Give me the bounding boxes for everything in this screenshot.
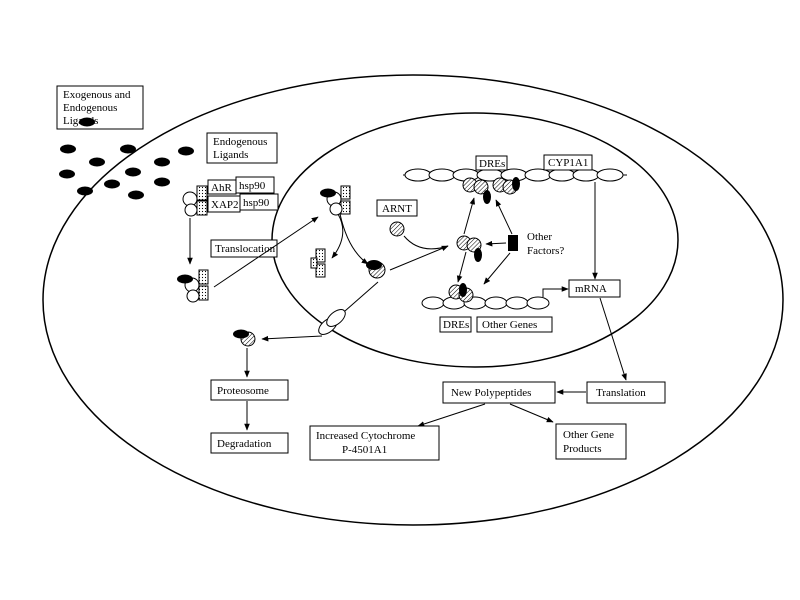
arrow-factor-to-dre-top xyxy=(495,199,513,235)
other-factors-label-1: Other xyxy=(527,231,552,243)
cyp1a1-label: CYP1A1 xyxy=(548,157,588,169)
arnt-box: ARNT xyxy=(376,199,418,217)
proteosome-label: Proteosome xyxy=(217,385,269,397)
nuclear-pore xyxy=(318,309,346,335)
arrow-release-hsp xyxy=(331,213,344,259)
arrow-to-ahr xyxy=(339,213,369,265)
exogenous-ligands-box: Exogenous and Endogenous Ligands xyxy=(56,85,144,130)
other-gene-products-label-2: Products xyxy=(563,443,602,455)
ahr-complex xyxy=(182,185,208,217)
mrna-box: mRNA xyxy=(568,279,621,298)
translation-label: Translation xyxy=(596,387,646,399)
translocation-label: Translocation xyxy=(215,243,276,255)
ligand-ovals xyxy=(59,117,194,200)
exogenous-label-2: Endogenous xyxy=(63,102,117,114)
exported-ahr xyxy=(233,329,256,347)
hsp90-top-label: hsp90 xyxy=(239,180,266,192)
arrow-to-export-complex xyxy=(261,335,323,342)
increased-cyp-box: Increased Cytochrome P-4501A1 xyxy=(309,425,440,461)
translocation-box: Translocation xyxy=(210,239,278,258)
dna-bottom xyxy=(421,296,550,310)
dres-bottom-box: DREs xyxy=(439,316,472,333)
arrow-dimer-to-dre-bottom xyxy=(456,251,467,283)
other-gene-products-box: Other Gene Products xyxy=(555,423,627,460)
arrow-arnt-to-dimer xyxy=(403,235,449,250)
arrow-to-other-products xyxy=(509,403,554,423)
ahr-label: AhR xyxy=(211,182,232,194)
ahr-ligand xyxy=(366,260,386,279)
arrow-translocation xyxy=(213,216,319,288)
nuclear-complex xyxy=(320,185,351,216)
arrow-dimer-to-dre-top xyxy=(463,197,476,235)
increased-cyp-label-1: Increased Cytochrome xyxy=(316,430,415,442)
endogenous-label-2: Ligands xyxy=(213,149,248,161)
endogenous-label-1: Endogenous xyxy=(213,136,267,148)
translation-box: Translation xyxy=(586,381,666,404)
arrow-other-genes-to-mrna xyxy=(542,286,569,297)
other-genes-label: Other Genes xyxy=(482,319,537,331)
exogenous-label-1: Exogenous and xyxy=(63,89,131,101)
hsp90-bottom-label: hsp90 xyxy=(243,197,270,209)
ahr-arnt-dimer xyxy=(456,235,482,262)
xap2-label: XAP2 xyxy=(211,199,239,211)
dres-top-box: DREs xyxy=(475,155,508,171)
degradation-box: Degradation xyxy=(210,432,289,454)
increased-cyp-label-2: P-4501A1 xyxy=(342,444,387,456)
new-polypeptides-box: New Polypeptides xyxy=(442,381,556,404)
degradation-label: Degradation xyxy=(217,438,272,450)
arnt-protein xyxy=(389,221,405,237)
arrow-factor-to-dre-bottom xyxy=(483,252,511,285)
other-factors: Other Factors? xyxy=(508,231,564,257)
released-chaperones xyxy=(310,248,326,278)
dna-top xyxy=(403,168,627,182)
dres-bottom-label: DREs xyxy=(443,319,469,331)
proteosome-box: Proteosome xyxy=(210,379,289,401)
arrow-to-increased-cyp xyxy=(417,403,486,427)
endogenous-ligands-box: Endogenous Ligands xyxy=(206,132,278,164)
other-gene-products-label-1: Other Gene xyxy=(563,429,614,441)
dre-bound-top xyxy=(462,177,520,204)
new-polypeptides-label: New Polypeptides xyxy=(451,387,531,399)
arrow-mrna-to-translation xyxy=(599,297,627,381)
arrow-factor-to-dimer xyxy=(485,240,507,247)
other-genes-box: Other Genes xyxy=(476,316,553,333)
dres-top-label: DREs xyxy=(479,158,505,170)
dre-bound-bottom xyxy=(448,283,474,303)
arnt-label: ARNT xyxy=(382,203,412,215)
mrna-label: mRNA xyxy=(575,283,607,295)
complex-labels: AhR hsp90 XAP2 hsp90 xyxy=(207,176,279,213)
cell-membrane xyxy=(42,74,784,526)
other-factors-label-2: Factors? xyxy=(527,245,564,257)
ligand-bound-complex xyxy=(177,269,209,303)
arrow-ahr-to-dimer xyxy=(389,245,449,271)
cyp1a1-box: CYP1A1 xyxy=(543,154,593,171)
